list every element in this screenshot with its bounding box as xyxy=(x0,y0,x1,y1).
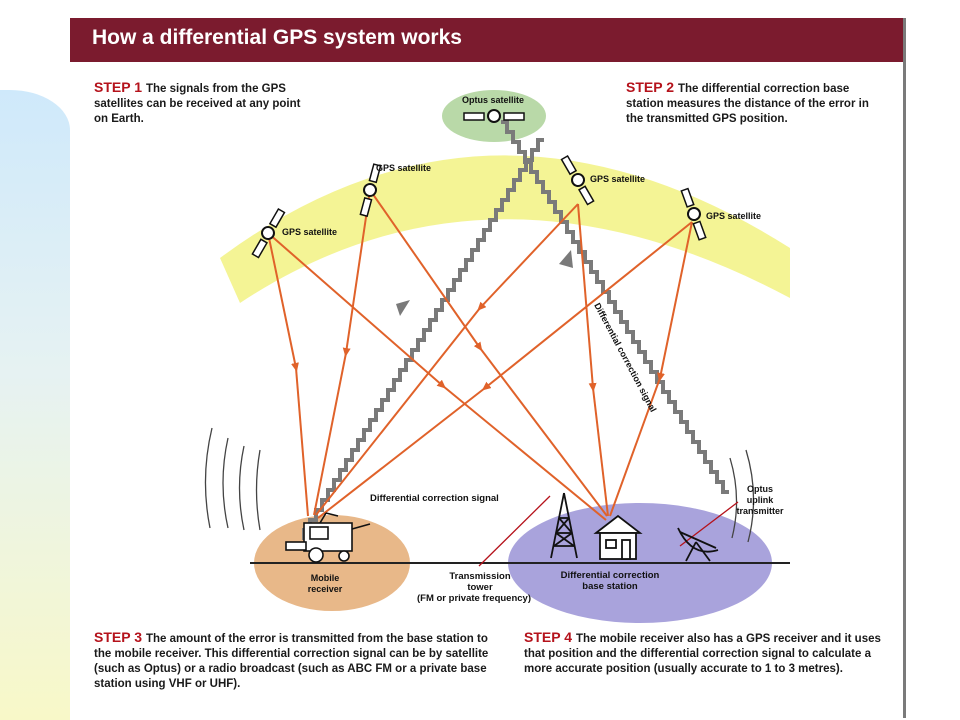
uplink-dish-icon xyxy=(677,527,719,562)
gps-satellite-icon-4 xyxy=(680,187,707,241)
step-3-heading: STEP 3 xyxy=(94,629,142,645)
uplink-label-1: Optus xyxy=(747,484,773,494)
correction-signal-diagonal-label: Differential correction signal xyxy=(592,301,658,413)
gps-satellite-label-2: GPS satellite xyxy=(376,163,431,173)
mobile-receiver-label-1: Mobile xyxy=(311,573,340,583)
uplink-label-2: uplink xyxy=(747,495,774,505)
gps-satellite-label-1: GPS satellite xyxy=(282,227,337,237)
step-4-body: The mobile receiver also has a GPS recei… xyxy=(524,633,881,675)
title-bar: How a differential GPS system works xyxy=(70,18,903,62)
correction-arrowhead-down xyxy=(396,300,410,316)
gps-satellite-icon-2 xyxy=(359,163,382,218)
base-station-house-icon xyxy=(593,514,643,560)
transmission-tower-label-2: tower xyxy=(467,582,493,593)
correction-arrowhead-up xyxy=(559,250,573,268)
radio-waves-left xyxy=(204,427,261,531)
step-1-body: The signals from the GPS satellites can … xyxy=(94,83,301,125)
step-3-body: The amount of the error is transmitted f… xyxy=(94,633,489,690)
step-4-heading: STEP 4 xyxy=(524,629,572,645)
gps-satellite-icon-3 xyxy=(560,154,595,206)
transmission-tower-label-3: (FM or private frequency) xyxy=(417,593,531,604)
gps-satellite-label-3: GPS satellite xyxy=(590,174,645,184)
step-1-heading: STEP 1 xyxy=(94,79,142,95)
sky-band xyxy=(220,155,790,303)
slide-side-decoration xyxy=(0,90,70,720)
gps-satellite-label-4: GPS satellite xyxy=(706,211,761,221)
optus-satellite-label: Optus satellite xyxy=(462,95,524,105)
transmission-tower-label-1: Transmission xyxy=(449,571,510,582)
diagram-title: How a differential GPS system works xyxy=(92,26,462,49)
mobile-receiver-label-2: receiver xyxy=(308,584,343,594)
base-station-label-2: base station xyxy=(582,581,638,592)
harvester-icon xyxy=(285,512,371,563)
uplink-label-3: transmitter xyxy=(736,506,784,516)
diagram-canvas: Optus satellite xyxy=(204,90,790,623)
transmission-tower-icon xyxy=(550,492,578,559)
step-2-body: The differential correction base station… xyxy=(626,83,869,125)
gps-signal-arrows xyxy=(267,189,693,521)
correction-signal-lines xyxy=(302,120,729,540)
gps-satellite-icon-1 xyxy=(251,207,286,259)
correction-signal-ground-label: Differential correction signal xyxy=(370,493,499,504)
base-station-label-1: Differential correction xyxy=(561,570,660,581)
step-2-heading: STEP 2 xyxy=(626,79,674,95)
optus-satellite-icon xyxy=(463,109,525,123)
radio-waves-right xyxy=(729,449,755,543)
label-pointers xyxy=(478,495,739,567)
diagram-panel: How a differential GPS system works Optu… xyxy=(70,18,906,718)
